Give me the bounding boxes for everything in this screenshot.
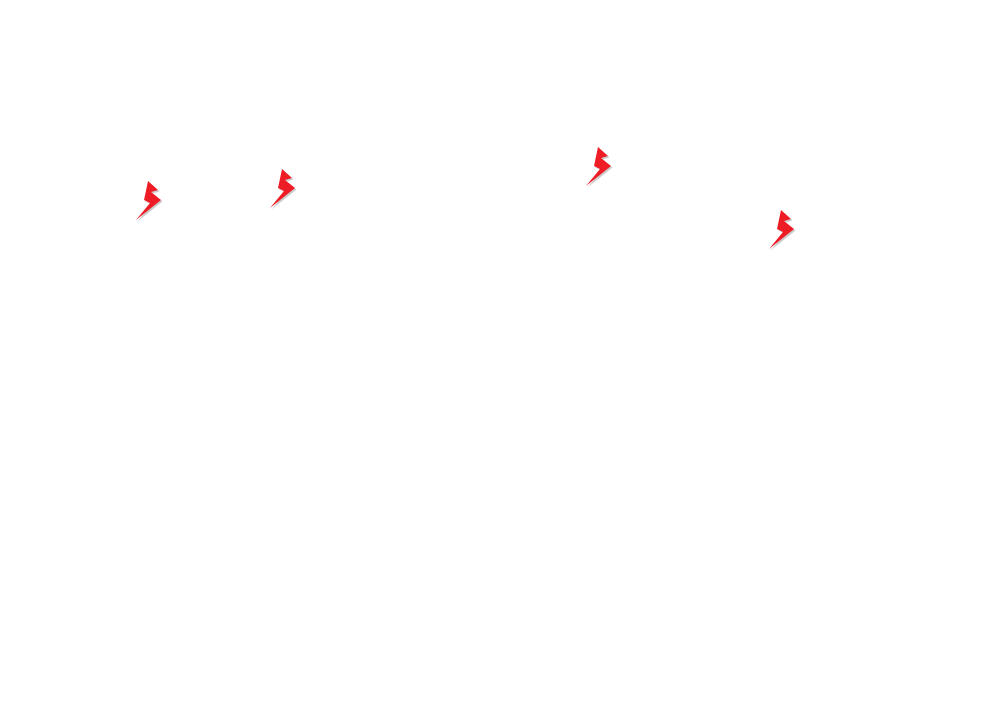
lightning-bolt-svg bbox=[586, 147, 613, 188]
lightning-bolt-icon bbox=[134, 179, 164, 222]
lightning-bolt-shape bbox=[586, 147, 611, 186]
lightning-bolt-shape bbox=[136, 181, 161, 220]
lightning-bolt-icon bbox=[767, 208, 797, 251]
lightning-bolt-shape bbox=[769, 210, 794, 249]
lightning-bolt-icon bbox=[584, 145, 614, 188]
lightning-bolt-icon bbox=[268, 167, 298, 210]
lightning-bolt-svg bbox=[136, 181, 163, 222]
lightning-bolt-svg bbox=[270, 169, 297, 210]
lightning-bolt-shape bbox=[270, 169, 295, 208]
lightning-bolt-svg bbox=[769, 210, 796, 251]
